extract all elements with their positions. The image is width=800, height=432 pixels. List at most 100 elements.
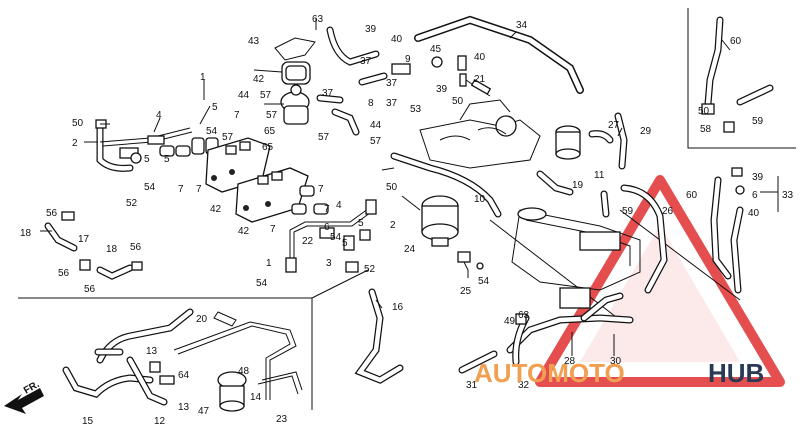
callout-34: 34 bbox=[516, 20, 528, 31]
callout-13a: 13 bbox=[146, 346, 158, 357]
callout-63: 64 bbox=[178, 370, 190, 381]
callout-15: 15 bbox=[82, 416, 94, 427]
callout-56: 54 bbox=[478, 276, 490, 287]
callout-7b: 7 bbox=[178, 184, 184, 195]
callout-44: 43 bbox=[248, 36, 260, 47]
callout-4b: 4 bbox=[336, 200, 342, 211]
callout-1a: 1 bbox=[200, 72, 206, 83]
callout-51a: 50 bbox=[72, 118, 84, 129]
hose-40 bbox=[326, 26, 380, 66]
callout-42a: 42 bbox=[210, 204, 222, 215]
callout-21: 21 bbox=[474, 74, 486, 85]
pipe-23 bbox=[173, 321, 303, 400]
hose-28-30 bbox=[506, 292, 634, 354]
callout-55d: 57 bbox=[370, 136, 382, 147]
callout-39: 40 bbox=[474, 52, 486, 63]
callout-65a: 65 bbox=[264, 126, 276, 137]
bracket-44 bbox=[274, 37, 316, 61]
watermark-part2: HUB bbox=[708, 358, 764, 388]
callout-55e: 57 bbox=[222, 132, 234, 143]
callout-38: 39 bbox=[436, 84, 448, 95]
hoses-45 bbox=[316, 94, 360, 136]
callout-14: 14 bbox=[250, 392, 262, 403]
callout-52a: 52 bbox=[126, 198, 138, 209]
callout-17: 17 bbox=[78, 234, 90, 245]
callout-7a: 7 bbox=[234, 110, 240, 121]
hose-27 bbox=[588, 112, 628, 170]
hose-12-15 bbox=[62, 308, 194, 406]
callout-22: 22 bbox=[302, 236, 314, 247]
callout-32: 32 bbox=[518, 380, 530, 391]
callout-53: 53 bbox=[410, 104, 422, 115]
callout-61b: 60 bbox=[686, 190, 698, 201]
pipe-assembly-mid bbox=[285, 199, 377, 273]
leader-lines bbox=[40, 18, 779, 356]
callout-43: 42 bbox=[253, 74, 265, 85]
callout-7f: 7 bbox=[270, 224, 276, 235]
callout-59: 59 bbox=[622, 206, 634, 217]
callout-41: 40 bbox=[391, 34, 403, 45]
callout-57d: 56 bbox=[84, 284, 96, 295]
callout-51b: 50 bbox=[386, 182, 398, 193]
callout-42b: 42 bbox=[238, 226, 250, 237]
hose-11 bbox=[536, 170, 574, 196]
callout-37a: 37 bbox=[360, 56, 372, 67]
watermark-part1: AUTOMOTO bbox=[474, 358, 625, 388]
part-19 bbox=[555, 125, 581, 160]
callout-31: 31 bbox=[466, 380, 478, 391]
callout-50b: 50 bbox=[698, 106, 710, 117]
callout-48: 47 bbox=[198, 406, 210, 417]
callout-8: 8 bbox=[368, 98, 374, 109]
callout-26: 26 bbox=[662, 206, 674, 217]
callout-54d: 54 bbox=[256, 278, 268, 289]
callout-54b: 54 bbox=[144, 182, 156, 193]
callout-5e: 5 bbox=[342, 238, 348, 249]
callout-2b: 2 bbox=[390, 220, 396, 231]
callout-50: 50 bbox=[452, 96, 464, 107]
callout-7e: 7 bbox=[324, 204, 330, 215]
callout-58: 58 bbox=[700, 124, 712, 135]
callout-20: 20 bbox=[196, 314, 208, 325]
cylinders-right bbox=[291, 185, 329, 215]
clip-20 bbox=[213, 311, 237, 327]
callout-9: 9 bbox=[405, 54, 411, 65]
fittings-top bbox=[358, 55, 492, 97]
frame-lines bbox=[18, 8, 796, 410]
hose-31 bbox=[458, 350, 498, 374]
callout-33: 33 bbox=[782, 190, 794, 201]
callout-29: 29 bbox=[640, 126, 652, 137]
callout-49: 49 bbox=[504, 316, 516, 327]
callout-6: 6 bbox=[324, 222, 330, 233]
callout-18a: 18 bbox=[20, 228, 32, 239]
callout-labels: 63 39 40 34 43 9 45 40 21 39 50 37 37 37… bbox=[20, 14, 794, 427]
control-valve-55 bbox=[280, 84, 310, 125]
callout-10: 10 bbox=[474, 194, 486, 205]
filter-47-48 bbox=[217, 371, 247, 412]
callout-5b: 5 bbox=[144, 154, 150, 165]
callout-23: 23 bbox=[276, 414, 288, 425]
callout-40: 39 bbox=[365, 24, 377, 35]
callout-28: 28 bbox=[564, 356, 576, 367]
callout-57c: 56 bbox=[130, 242, 142, 253]
callout-45a: 44 bbox=[238, 90, 250, 101]
callout-16: 16 bbox=[392, 302, 404, 313]
callout-47: 48 bbox=[238, 366, 250, 377]
hose-18 bbox=[44, 211, 143, 280]
callout-3: 3 bbox=[326, 258, 332, 269]
callout-11: 11 bbox=[594, 170, 605, 181]
watermark-triangle bbox=[535, 175, 785, 387]
callout-25: 25 bbox=[460, 286, 472, 297]
hose-26 bbox=[600, 184, 668, 294]
callout-7d: 7 bbox=[318, 184, 324, 195]
callout-62: 63 bbox=[518, 310, 530, 321]
callout-2: 2 bbox=[72, 138, 78, 149]
bracket-assembly-right bbox=[511, 207, 641, 309]
callout-54c: 54 bbox=[330, 232, 342, 243]
callout-57a: 56 bbox=[46, 208, 58, 219]
callout-61a: 60 bbox=[730, 36, 742, 47]
fitting-25 bbox=[457, 251, 484, 278]
watermark-logo: AUTOMOTO HUB bbox=[474, 358, 764, 388]
callout-54a: 54 bbox=[206, 126, 218, 137]
